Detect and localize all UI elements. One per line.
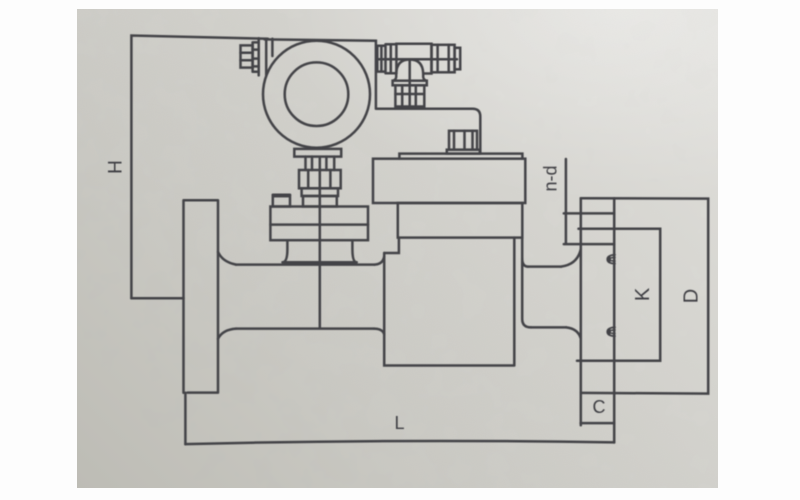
- svg-text:K: K: [632, 287, 654, 301]
- svg-text:H: H: [106, 160, 127, 174]
- svg-text:L: L: [394, 413, 404, 433]
- svg-text:D: D: [681, 289, 703, 303]
- svg-text:n-d: n-d: [541, 165, 561, 191]
- svg-text:C: C: [593, 397, 606, 417]
